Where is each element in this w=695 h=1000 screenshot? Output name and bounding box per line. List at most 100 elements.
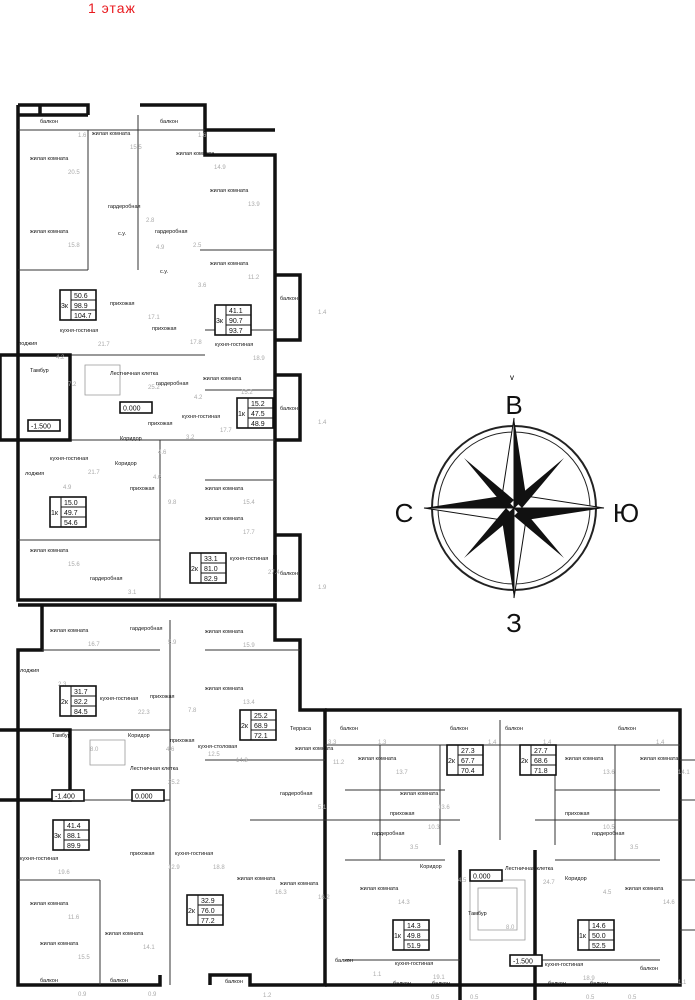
apartment-living: 41.1 [229, 308, 243, 315]
apartment-total: 49.8 [407, 933, 421, 940]
room-name: жилая комната [205, 629, 244, 635]
room-area: 10.3 [428, 825, 440, 831]
apartment-type: 2к [61, 699, 69, 706]
room-area: 14.1 [143, 945, 155, 951]
room-area: 4.5 [458, 878, 467, 884]
apartment-full: 52.5 [592, 943, 606, 950]
walls [0, 103, 695, 1000]
room-name: Коридор [115, 461, 137, 467]
apartment-type: 3к [54, 833, 62, 840]
room-name: Коридор [128, 733, 150, 739]
room-name: балкон [160, 119, 178, 125]
room-name: жилая комната [205, 686, 244, 692]
floor-title: 1 этаж [88, 0, 136, 16]
room-area: 4.9 [63, 485, 72, 491]
room-name: балкон [335, 958, 353, 964]
room-name: Терраса [290, 726, 312, 732]
room-area: 2.3 [58, 682, 67, 688]
compass-north: В [505, 390, 522, 420]
apartment-living: 41.4 [67, 823, 81, 830]
compass-marker: v [510, 373, 514, 382]
apartment-living: 31.7 [74, 689, 88, 696]
apartment-full: 48.9 [251, 421, 265, 428]
room-name: жилая комната [92, 131, 131, 137]
room-area: 12.5 [208, 752, 220, 758]
room-name: Коридор [565, 876, 587, 882]
apartment-living: 50.6 [74, 293, 88, 300]
apartment-living: 14.3 [407, 923, 421, 930]
room-name: кухня-гостиная [60, 328, 98, 334]
apartment-type: 1к [394, 933, 402, 940]
room-name: Лестничная клетка [110, 371, 159, 377]
apartment-type: 1к [238, 411, 246, 418]
room-area: 1.6 [198, 133, 207, 139]
room-name: жилая комната [237, 876, 276, 882]
room-area: 14.1 [678, 770, 690, 776]
room-name: кухня-гостиная [100, 696, 138, 702]
elevation-mark: -1.500 [31, 424, 51, 431]
apartment-living: 27.3 [461, 748, 475, 755]
apartment-total: 50.0 [592, 933, 606, 940]
room-name: с.у. [118, 231, 126, 237]
room-name: жилая комната [203, 376, 242, 382]
room-name: гардеробная [155, 229, 188, 235]
room-area: 0.9 [78, 992, 87, 998]
room-area: 8.0 [506, 925, 515, 931]
room-name: балкон [450, 726, 468, 732]
room-area: 3.6 [198, 283, 207, 289]
apartment-total: 47.5 [251, 411, 265, 418]
room-name: жилая комната [625, 886, 664, 892]
apartment-living: 14.6 [592, 923, 606, 930]
apartment-total: 81.0 [204, 566, 218, 573]
room-area: 27.4 [268, 570, 280, 576]
room-area: 14.6 [663, 900, 675, 906]
room-area: 1.2 [263, 993, 272, 999]
apartment-box[interactable]: 1к 14.6 50.0 52.5 [577, 919, 615, 951]
room-name: Лестничная клетка [505, 866, 554, 872]
apartment-full: 77.2 [201, 918, 215, 925]
room-name: прихожая [130, 486, 155, 492]
room-area: 15.2 [241, 390, 253, 396]
room-name: жилая комната [30, 548, 69, 554]
room-area: 10.5 [603, 825, 615, 831]
room-area: 15.5 [78, 955, 90, 961]
room-name: жилая комната [565, 756, 604, 762]
room-area: 17.8 [190, 340, 202, 346]
room-name: кухня-гостиная [20, 856, 58, 862]
apartment-total: 68.9 [254, 723, 268, 730]
apartment-type: 1к [579, 933, 587, 940]
room-name: балкон [432, 981, 450, 987]
room-area: 11.2 [333, 760, 345, 766]
